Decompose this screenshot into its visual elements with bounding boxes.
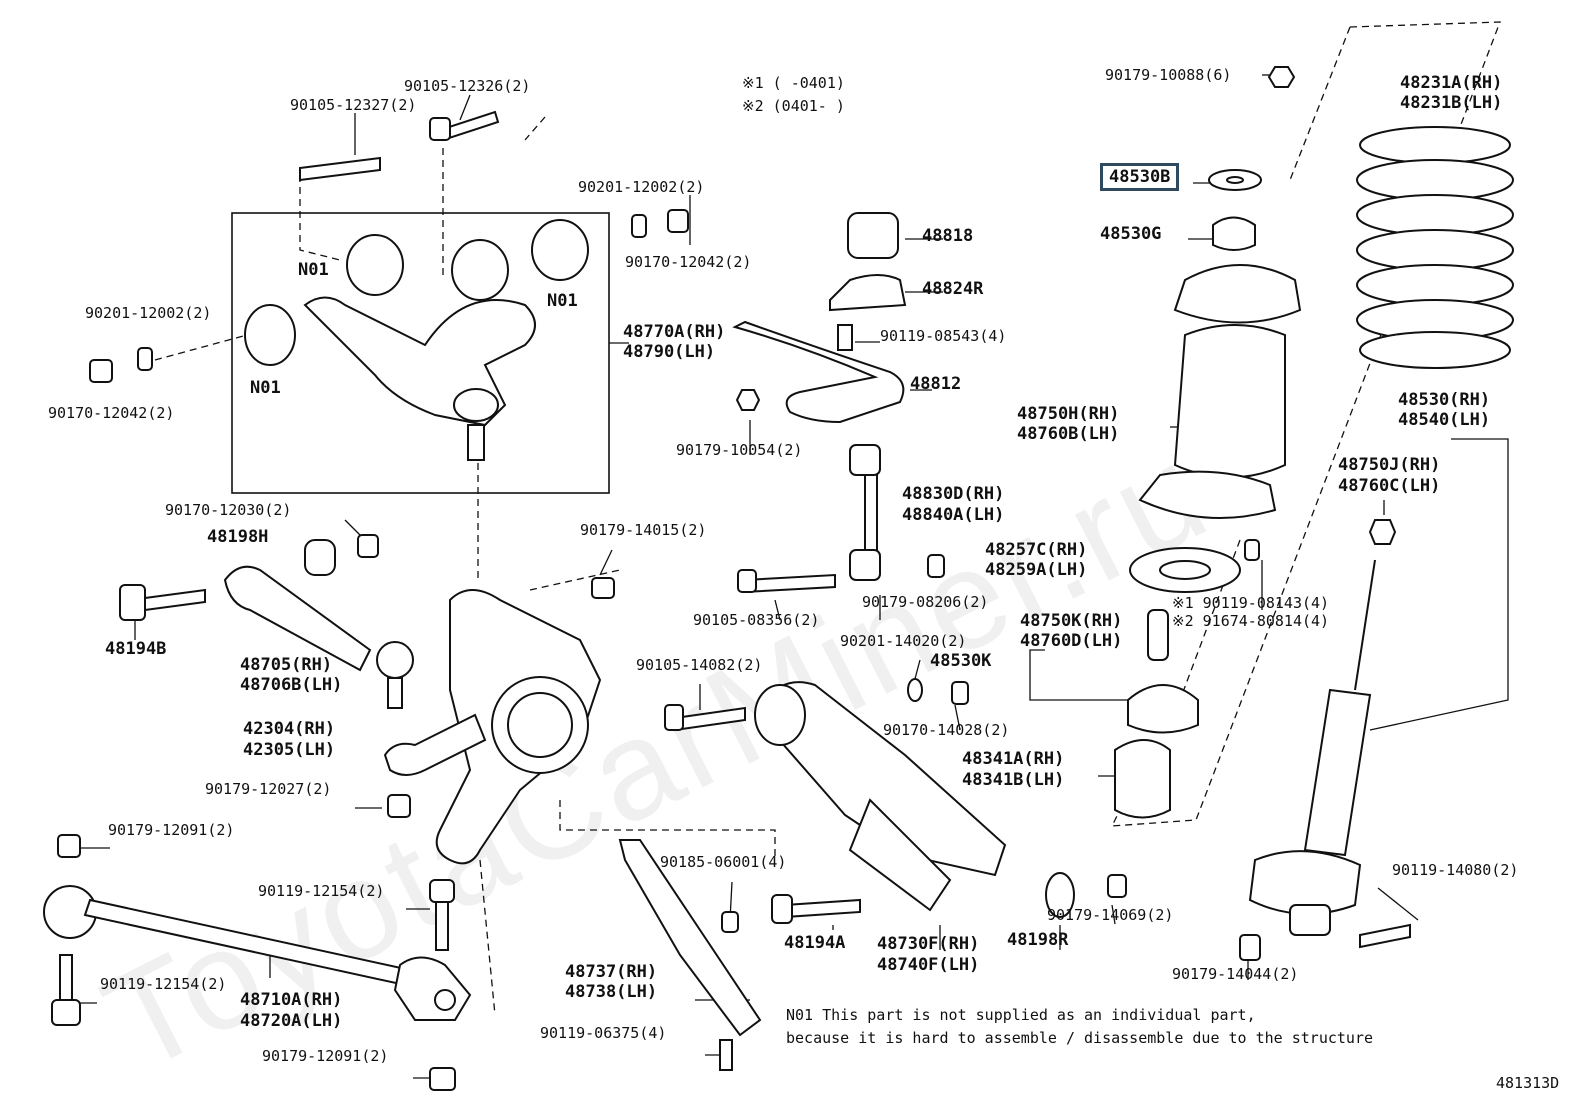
part-label[interactable]: 48760C(LH) <box>1338 476 1441 496</box>
part-label[interactable]: 48231A(RH) <box>1400 73 1503 93</box>
part-label[interactable]: 48198R <box>1007 930 1069 950</box>
part-label[interactable]: 90170-12030(2) <box>165 501 292 519</box>
part-label[interactable]: 90170-14028(2) <box>883 721 1010 739</box>
part-label[interactable]: 48540(LH) <box>1398 410 1491 430</box>
part-label[interactable]: 48231B(LH) <box>1400 93 1503 113</box>
part-label[interactable]: 90185-06001(4) <box>660 853 787 871</box>
part-label[interactable]: 90179-14044(2) <box>1172 965 1299 983</box>
part-label-n01: N01 <box>547 291 578 311</box>
part-label[interactable]: 48750J(RH) <box>1338 455 1441 475</box>
part-label[interactable]: 90179-14069(2) <box>1047 906 1174 924</box>
part-label[interactable]: 48705(RH) <box>240 655 333 675</box>
part-label[interactable]: 48198H <box>207 527 269 547</box>
part-label[interactable]: 48530(RH) <box>1398 390 1491 410</box>
part-label[interactable]: 90119-06375(4) <box>540 1024 667 1042</box>
shock-absorber <box>1248 559 1376 936</box>
part-label[interactable]: 48341A(RH) <box>962 749 1065 769</box>
upper-arm-group-box <box>231 212 610 494</box>
part-label[interactable]: 90119-14080(2) <box>1392 861 1519 879</box>
part-label[interactable]: 42304(RH) <box>243 719 336 739</box>
part-label[interactable]: 48720A(LH) <box>240 1011 343 1031</box>
highlighted-part-48530b[interactable]: 48530B <box>1100 163 1180 191</box>
part-label[interactable]: 90201-12002(2) <box>85 304 212 322</box>
part-label[interactable]: 48259A(LH) <box>985 560 1088 580</box>
part-label[interactable]: 48710A(RH) <box>240 990 343 1010</box>
part-label[interactable]: 48750K(RH) <box>1020 611 1123 631</box>
part-label[interactable]: 48818 <box>922 226 974 246</box>
part-label[interactable]: 90179-10054(2) <box>676 441 803 459</box>
part-label[interactable]: 48341B(LH) <box>962 770 1065 790</box>
coil-spring <box>1356 126 1514 369</box>
part-label-n01: N01 <box>250 378 281 398</box>
part-label[interactable]: ※2 91674-80814(4) <box>1172 612 1330 630</box>
part-label[interactable]: 48790(LH) <box>623 342 716 362</box>
part-label[interactable]: 90179-08206(2) <box>862 593 989 611</box>
part-label[interactable]: 48824R <box>922 279 984 299</box>
parts <box>43 66 1514 1091</box>
part-label[interactable]: 90179-14015(2) <box>580 521 707 539</box>
part-label[interactable]: 48530G <box>1100 224 1162 244</box>
part-label[interactable]: 48760D(LH) <box>1020 631 1123 651</box>
part-label[interactable]: 90201-14020(2) <box>840 632 967 650</box>
part-label[interactable]: 48750H(RH) <box>1017 404 1120 424</box>
part-label-n01: N01 <box>298 260 329 280</box>
applicability-note-2: ※2 (0401- ) <box>742 97 845 115</box>
steering-knuckle <box>435 589 602 865</box>
part-label[interactable]: 90119-12154(2) <box>258 882 385 900</box>
applicability-note-1: ※1 ( -0401) <box>742 74 845 92</box>
part-label[interactable]: 48730F(RH) <box>877 934 980 954</box>
part-label[interactable]: 90119-12154(2) <box>100 975 227 993</box>
part-label[interactable]: 90170-12042(2) <box>625 253 752 271</box>
part-label[interactable]: 48737(RH) <box>565 962 658 982</box>
part-label[interactable]: 48194A <box>784 933 846 953</box>
part-label[interactable]: 90179-10088(6) <box>1105 66 1232 84</box>
upper-arm <box>244 219 589 461</box>
part-label[interactable]: 90105-12327(2) <box>290 96 417 114</box>
diagram-code: 481313D <box>1496 1074 1560 1092</box>
part-label[interactable]: 90179-12091(2) <box>108 821 235 839</box>
part-label[interactable]: 48830D(RH) <box>902 484 1005 504</box>
part-label[interactable]: 90105-12326(2) <box>404 77 531 95</box>
part-label[interactable]: ※1 90119-08143(4) <box>1172 594 1330 612</box>
part-label[interactable]: 90119-08543(4) <box>880 327 1007 345</box>
part-label[interactable]: 90105-08356(2) <box>693 611 820 629</box>
part-label[interactable]: 48840A(LH) <box>902 505 1005 525</box>
part-label[interactable]: 90201-12002(2) <box>578 178 705 196</box>
n01-note-line2: because it is hard to assemble / disasse… <box>786 1029 1373 1047</box>
lateral-rod <box>43 885 472 1021</box>
lower-arm <box>754 681 1007 912</box>
part-label[interactable]: 48257C(RH) <box>985 540 1088 560</box>
strut-group-outline <box>1110 21 1501 827</box>
part-label[interactable]: 48740F(LH) <box>877 955 980 975</box>
part-label[interactable]: 48770A(RH) <box>623 322 726 342</box>
part-label[interactable]: 48812 <box>910 374 962 394</box>
part-label[interactable]: 48194B <box>105 639 167 659</box>
part-label[interactable]: 48760B(LH) <box>1017 424 1120 444</box>
part-label[interactable]: 48738(LH) <box>565 982 658 1002</box>
part-label[interactable]: 90105-14082(2) <box>636 656 763 674</box>
part-label[interactable]: 48530K <box>930 651 992 671</box>
part-label[interactable]: 90179-12091(2) <box>262 1047 389 1065</box>
part-label[interactable]: 90179-12027(2) <box>205 780 332 798</box>
n01-note-line1: N01 This part is not supplied as an indi… <box>786 1006 1256 1024</box>
part-label[interactable]: 42305(LH) <box>243 740 336 760</box>
part-label[interactable]: 48706B(LH) <box>240 675 343 695</box>
part-label[interactable]: 90170-12042(2) <box>48 404 175 422</box>
